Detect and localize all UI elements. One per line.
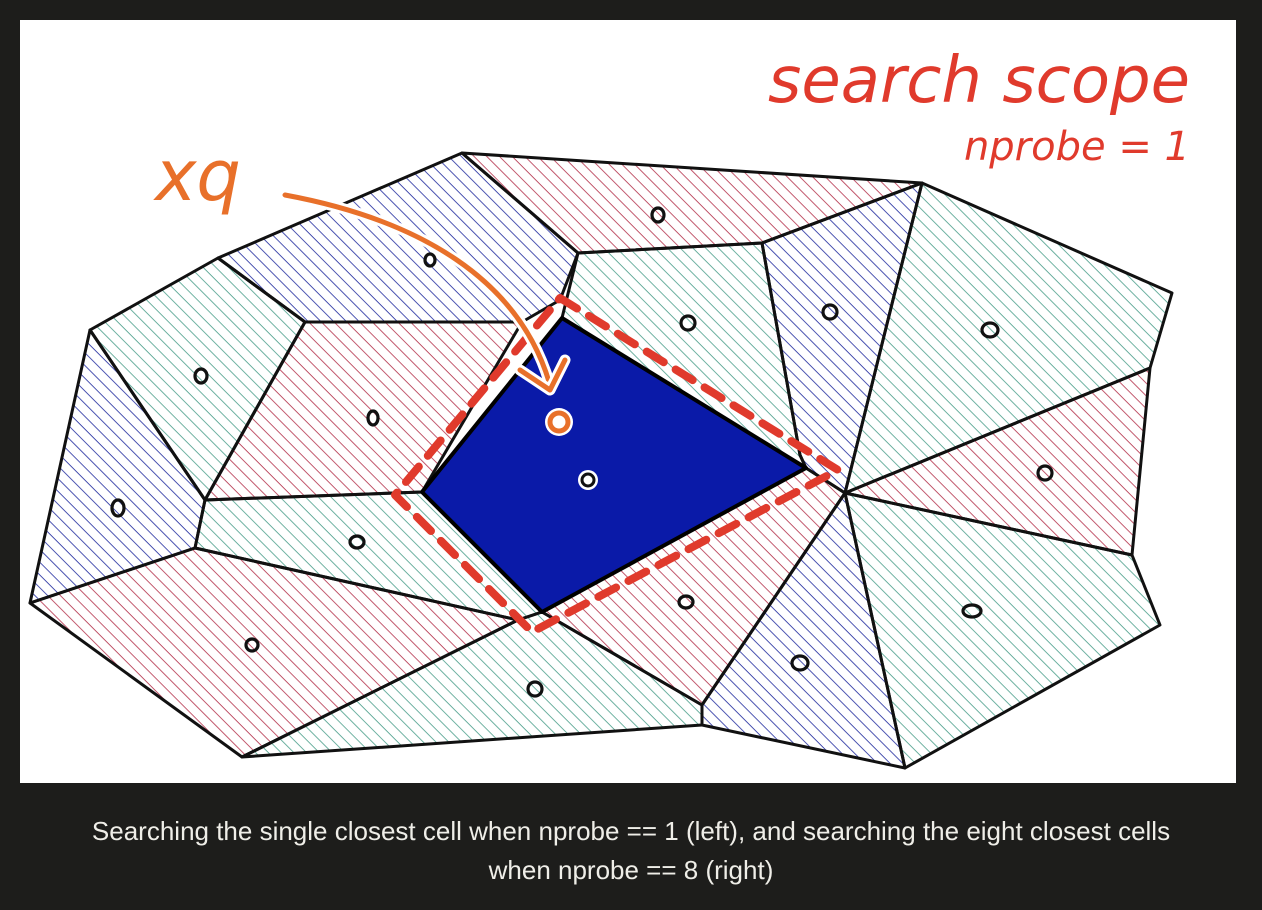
centroid-point xyxy=(821,303,839,321)
selected-cell xyxy=(420,316,808,614)
query-vector-point xyxy=(547,410,571,434)
query-arrow-head xyxy=(517,357,568,393)
search-scope-outline xyxy=(391,294,842,636)
selected-centroid-point xyxy=(580,472,596,488)
query-label: xq xyxy=(153,135,241,217)
centroid-point xyxy=(423,252,437,268)
centroid-point xyxy=(348,534,366,550)
query-arrow xyxy=(282,192,553,388)
centroid-point xyxy=(110,498,126,518)
centroid-point xyxy=(193,367,209,385)
voronoi-diagram: xq search scope nprobe = 1 xyxy=(28,44,1190,770)
centroid-point xyxy=(244,637,260,653)
centroid-point xyxy=(980,321,1000,339)
centroid-point xyxy=(650,206,666,224)
caption-line-1: Searching the single closest cell when n… xyxy=(91,816,1171,846)
figure-caption: Searching the single closest cell when n… xyxy=(0,812,1262,890)
centroid-point xyxy=(526,680,544,698)
centroid-point xyxy=(677,594,695,610)
centroid-point xyxy=(366,409,380,427)
caption-line-2: when nprobe == 8 (right) xyxy=(488,855,774,885)
cell-green-bottom-right xyxy=(843,491,1162,770)
diagram-subtitle: nprobe = 1 xyxy=(964,124,1190,170)
centroid-point xyxy=(679,314,697,332)
centroid-point xyxy=(1036,464,1054,482)
centroid-point xyxy=(961,603,983,619)
diagram-title: search scope xyxy=(768,44,1190,118)
figure-panel: xq search scope nprobe = 1 xyxy=(20,20,1236,783)
centroid-point xyxy=(790,654,810,672)
